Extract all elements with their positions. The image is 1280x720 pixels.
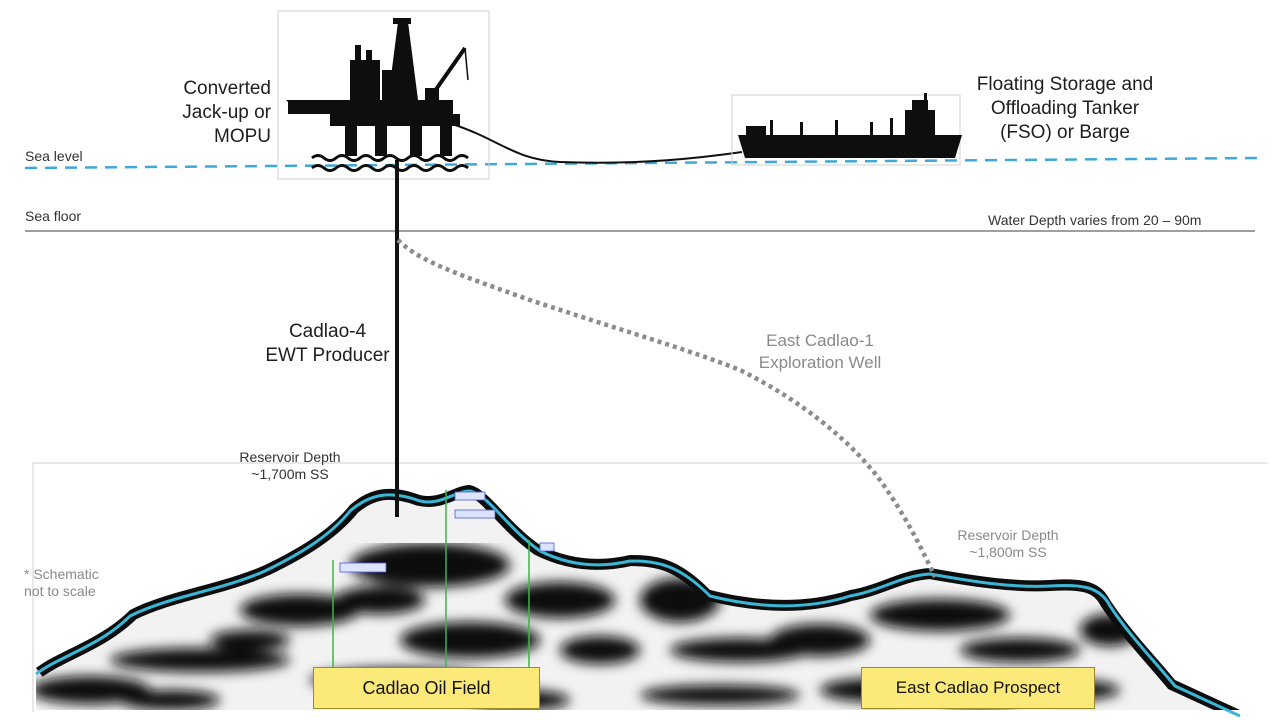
reservoir-depth-west-line: ~1,700m SS: [251, 466, 329, 482]
well-tag: [339, 562, 387, 573]
reservoir-depth-east-line: Reservoir Depth: [957, 527, 1059, 543]
exploration-label: East Cadlao-1 Exploration Well: [730, 330, 910, 374]
offshore-platform-icon: [286, 18, 469, 172]
platform-label-line: Jack-up or: [182, 102, 271, 123]
cadlao-oil-field-label: Cadlao Oil Field: [313, 667, 540, 709]
well-tag: [454, 491, 486, 501]
producer-label-line: EWT Producer: [265, 345, 390, 366]
well-tag: [539, 542, 555, 552]
platform-label-line: MOPU: [214, 126, 271, 147]
schematic-note: * Schematic not to scale: [24, 566, 99, 600]
producer-label: Cadlao-4 EWT Producer: [265, 320, 390, 368]
offloading-hose: [454, 124, 743, 164]
reservoir-depth-west: Reservoir Depth ~1,700m SS: [220, 449, 360, 483]
reservoir-depth-east: Reservoir Depth ~1,800m SS: [938, 527, 1078, 561]
tanker-label-line: Floating Storage and: [976, 74, 1154, 95]
east-cadlao-prospect-label: East Cadlao Prospect: [861, 667, 1095, 709]
water-depth-label: Water Depth varies from 20 – 90m: [988, 212, 1202, 228]
tanker-label: Floating Storage and Offloading Tanker (…: [955, 73, 1175, 145]
sea-floor-label: Sea floor: [25, 208, 82, 224]
fso-tanker-icon: [738, 93, 962, 158]
reservoir-depth-east-line: ~1,800m SS: [969, 544, 1047, 560]
schematic-note-line: not to scale: [24, 583, 96, 599]
reservoir-depth-west-line: Reservoir Depth: [239, 449, 341, 465]
well-tag: [454, 509, 496, 519]
platform-label: Converted Jack-up or MOPU: [165, 77, 271, 149]
platform-image-frame: [277, 10, 490, 180]
exploration-label-line: Exploration Well: [758, 353, 882, 372]
tanker-image-frame: [731, 94, 961, 166]
top-reservoir-horizon: [35, 489, 1241, 718]
platform-label-line: Converted: [183, 78, 271, 99]
sea-level-line: [24, 156, 1259, 170]
exploration-label-line: East Cadlao-1: [766, 331, 874, 350]
schematic-note-line: * Schematic: [24, 566, 99, 582]
tanker-label-line: (FSO) or Barge: [1000, 122, 1130, 143]
producer-label-line: Cadlao-4: [288, 321, 367, 342]
tanker-label-line: Offloading Tanker: [990, 98, 1140, 119]
sea-level-label: Sea level: [25, 148, 83, 164]
exploration-well-path: [396, 238, 938, 578]
